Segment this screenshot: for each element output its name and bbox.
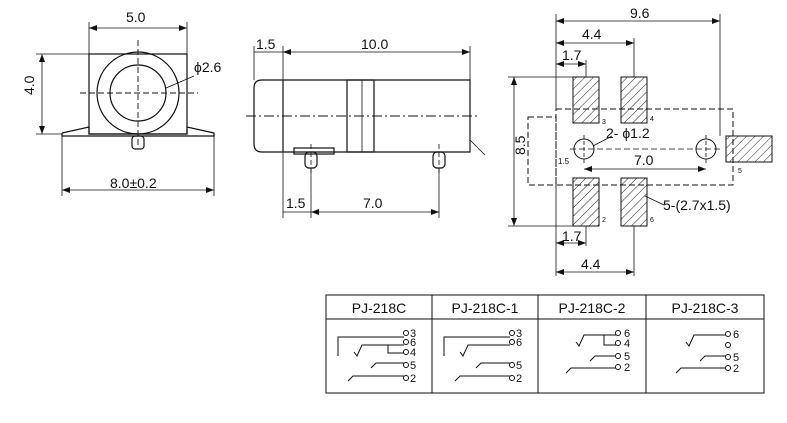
pj218c-3-pin-5: 5 [733,352,739,364]
pj218c-3-pin-2: 2 [733,363,739,375]
pj218c-2-pin-6: 6 [624,328,630,340]
pad-2 [572,177,600,227]
front-hole-label: ϕ2.6 [194,59,222,75]
pj218c-2-pin-4: 4 [624,338,630,350]
fp-small-label: 1.5 [558,157,570,166]
fp-total-width-label: 9.6 [630,5,650,21]
pj218c-pin-5: 5 [410,360,416,372]
fp-top-pad-label: 1.7 [562,47,582,63]
schematic-pj218c-1 [443,330,515,382]
table-header-pj218c-3: PJ-218C-3 [672,300,739,316]
schematic-pj218c-2 [565,330,621,374]
side-tab [293,147,335,155]
pj218c-pin-4: 4 [410,347,416,359]
pj218c-2-pin-2: 2 [624,362,630,374]
fp-hole-pitch-label: 7.0 [634,152,654,168]
pad-number-4: 4 [650,116,654,123]
pad-number-3: 3 [602,119,606,126]
pad-4 [620,76,648,124]
fp-pads-label: 5-(2.7x1.5) [663,197,731,213]
pj218c-pin-2: 2 [410,373,416,385]
front-base [61,126,215,137]
pad-number-2: 2 [602,217,606,224]
pad-6 [620,177,648,227]
side-view [246,46,486,218]
fp-top-span-label: 4.4 [582,26,602,42]
fp-holes-label: 2- ϕ1.2 [606,125,650,141]
front-height-label: 4.0 [21,75,37,95]
pad-number-5: 5 [738,168,742,175]
pad-3 [572,76,600,124]
pj218c-1-pin-3: 3 [516,328,522,340]
side-length-label: 10.0 [361,36,388,52]
fp-height-label: 8.5 [512,135,528,155]
table-header-pj218c: PJ-218C [352,300,406,316]
side-left-label: 1.5 [256,36,276,52]
schematic-pj218c-3 [675,331,731,374]
pad-5 [725,135,773,163]
table-header-pj218c-2: PJ-218C-2 [559,300,626,316]
schematic-pj218c [337,330,409,382]
pj218c-pin-3: 3 [410,328,416,340]
side-pitch-label: 7.0 [363,195,383,211]
side-bottom-left-label: 1.5 [286,195,306,211]
fp-bottom-pad-label: 1.7 [562,228,582,244]
front-view [36,22,215,196]
table-header-pj218c-1: PJ-218C-1 [452,300,519,316]
side-body [253,79,471,153]
pj218c-3-pin-6: 6 [733,329,739,341]
pj218c-1-pin-5: 5 [516,360,522,372]
footprint-left-outline [527,116,557,186]
pj218c-1-pin-6: 6 [516,337,522,349]
pj218c-1-pin-2: 2 [516,373,522,385]
footprint-view [508,14,773,276]
fp-bottom-span-label: 4.4 [581,256,601,272]
pj218c-pin-6: 6 [410,337,416,349]
pj218c-2-pin-5: 5 [624,351,630,363]
front-width-label: 5.0 [126,9,146,25]
pad-number-6: 6 [650,217,654,224]
schematic-table [325,294,765,394]
front-base-label: 8.0±0.2 [110,175,157,191]
